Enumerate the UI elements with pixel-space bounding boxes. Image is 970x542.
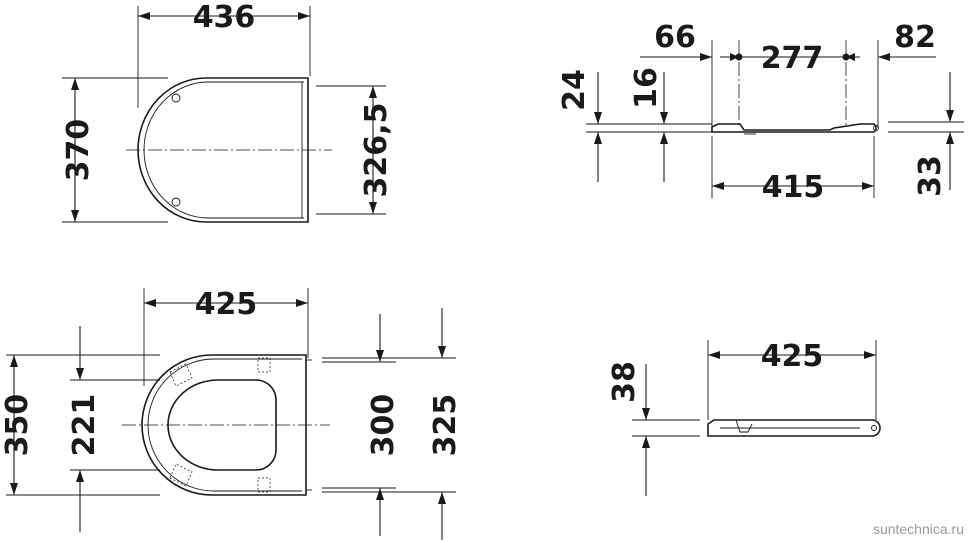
- seat-width-label: 425: [195, 287, 258, 322]
- watermark-text: suntechnica.ru: [873, 521, 964, 537]
- lid-width-label: 436: [193, 0, 256, 35]
- lid-top-view: 436 370 326,5: [61, 0, 394, 223]
- front-height-label: 16: [629, 67, 664, 109]
- inner-span-label: 300: [366, 394, 401, 457]
- lid-side-view: 66 277 82 24 16: [557, 20, 964, 205]
- lid-inner-depth-label: 326,5: [359, 103, 394, 198]
- seat-length-label: 425: [761, 339, 824, 374]
- outer-span-label: 325: [428, 394, 463, 457]
- lid-depth-label: 370: [61, 119, 96, 182]
- seat-height-label: 38: [607, 361, 642, 403]
- front-offset-label: 66: [654, 20, 696, 55]
- seat-top-view: 425 350 221 30: [0, 287, 463, 540]
- lid-length-label: 415: [762, 170, 825, 205]
- total-height-label: 24: [557, 69, 592, 111]
- hinge-spacing-label: 277: [761, 41, 824, 76]
- seat-depth-label: 350: [0, 394, 35, 457]
- rear-offset-label: 82: [894, 20, 936, 55]
- rear-height-label: 33: [913, 155, 948, 197]
- seat-side-view: 425 38: [607, 339, 881, 496]
- seat-opening-label: 221: [67, 394, 102, 457]
